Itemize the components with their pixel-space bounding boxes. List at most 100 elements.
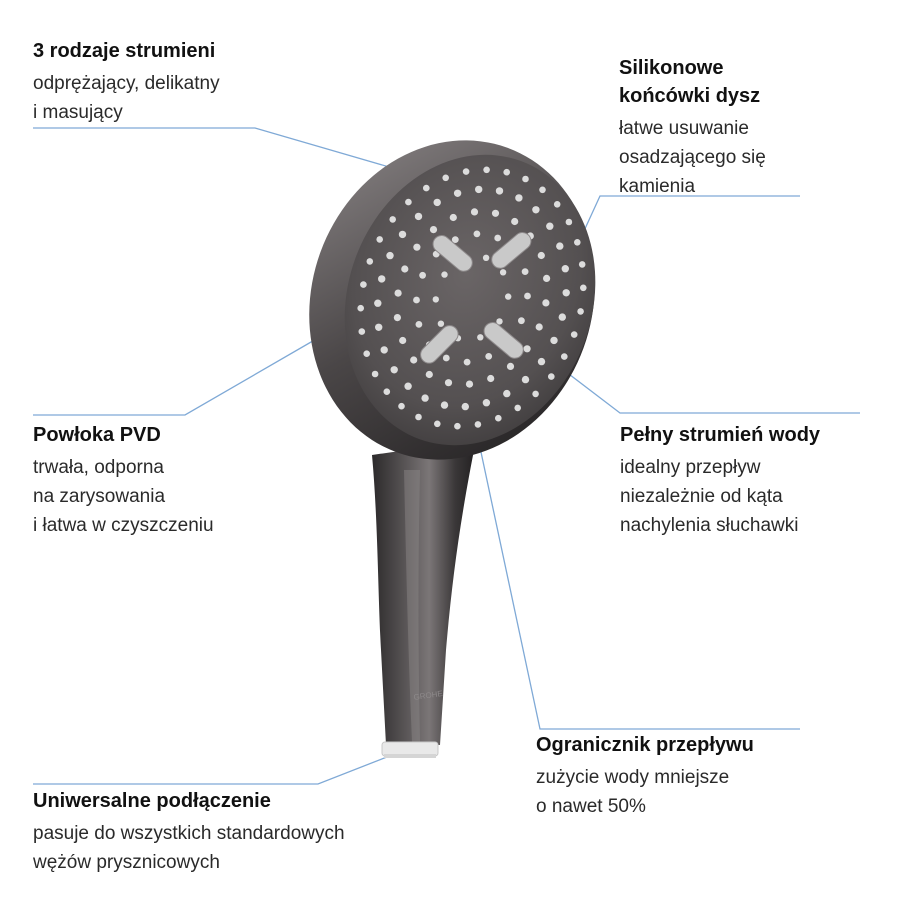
spray-hole (437, 320, 445, 327)
spray-hole (474, 421, 482, 428)
spray-hole (433, 198, 441, 207)
spray-hole (429, 226, 438, 234)
spray-hole (532, 390, 539, 398)
spray-hole (542, 299, 550, 307)
spray-hole (522, 175, 529, 183)
spray-hole (518, 317, 525, 325)
spray-hole (371, 370, 379, 378)
feature-title: Uniwersalne podłączenie (33, 790, 271, 812)
spray-hole (357, 304, 365, 312)
leader-line-silicone-nozzles (577, 195, 800, 245)
spray-hole (475, 185, 483, 194)
spray-hole (482, 399, 491, 407)
spray-hole (454, 422, 461, 430)
spray-hole (393, 314, 401, 322)
spray-hole (390, 366, 398, 374)
feature-description: łatwe usuwanie osadzającego się kamienia (619, 118, 766, 197)
spray-hole (465, 380, 474, 388)
spray-hole (421, 394, 429, 402)
feature-description: zużycie wody mniejsze o nawet 50% (536, 767, 730, 817)
feature-full-spray: Pełny strumień wody idealny przepływ nie… (620, 421, 820, 540)
spray-hole (374, 299, 382, 307)
feature-title: Pełny strumień wody (620, 424, 821, 446)
spray-hole (570, 331, 578, 338)
spray-hole (419, 271, 426, 279)
feature-silicone-nozzles: Silikonowe końcówki dysz łatwe usuwanie … (619, 54, 766, 201)
spray-hole (449, 213, 457, 222)
spray-hole (580, 284, 587, 292)
spray-hole (462, 168, 470, 175)
spray-hole (463, 358, 471, 366)
spray-hole (473, 230, 481, 238)
spray-hole (577, 308, 584, 315)
spray-hole (558, 313, 566, 321)
spray-hole (440, 401, 449, 409)
spray-hole (514, 404, 521, 412)
feature-description: idealny przepływ niezależnie od kąta nac… (620, 457, 799, 536)
leader-line-connection (33, 754, 393, 785)
spray-hole (477, 334, 484, 341)
spray-hole (550, 336, 558, 345)
spray-hole (532, 206, 540, 214)
spray-hole (383, 388, 391, 396)
feature-description: trwała, odporna na zarysowania i łatwa w… (33, 457, 214, 536)
spray-hole (574, 239, 581, 246)
spray-hole (376, 236, 384, 243)
spray-face (344, 154, 596, 446)
spray-hole (565, 218, 573, 226)
spray-hole (386, 251, 394, 260)
feature-description: pasuje do wszystkich standardowych wężów… (33, 823, 345, 873)
spray-hole (491, 209, 500, 217)
spray-hole (537, 357, 546, 366)
spray-hole (543, 274, 551, 282)
spray-hole (496, 318, 503, 325)
spray-holes-icon (357, 166, 587, 430)
spray-hole (535, 323, 543, 331)
leader-line-flow-limiter (477, 437, 800, 730)
spray-hole (360, 281, 367, 288)
spray-hole (415, 413, 422, 421)
spray-hole (548, 373, 555, 380)
spray-hole (494, 234, 502, 242)
spray-hole (553, 201, 561, 208)
spray-hole (434, 420, 441, 428)
spray-hole (366, 258, 374, 265)
spray-hole (444, 379, 453, 387)
shower-handle (372, 440, 476, 745)
spray-hole (562, 289, 570, 297)
spray-hole (495, 414, 502, 422)
spray-hole (503, 389, 511, 398)
spray-hole (405, 198, 412, 206)
spray-hole (404, 382, 412, 390)
feature-pvd-coating: Powłoka PVD trwała, odporna na zarysowan… (33, 421, 214, 540)
spray-hole (415, 321, 423, 328)
spray-hole (398, 402, 405, 410)
spray-hole (506, 362, 515, 370)
spray-hole (441, 271, 448, 278)
spray-hole (539, 186, 546, 194)
spray-hole (451, 236, 459, 244)
spray-hole (561, 265, 569, 273)
spray-hole (425, 370, 433, 379)
spray-hole (470, 208, 479, 216)
spray-hole (399, 336, 407, 345)
spray-hole (487, 374, 495, 383)
feature-flow-limiter: Ogranicznik przepływu zużycie wody mniej… (536, 731, 754, 821)
brand-logo: GROHE (413, 689, 443, 702)
spray-hole (515, 194, 523, 202)
spray-hole (358, 328, 366, 335)
spray-hole (394, 289, 402, 297)
spray-hole (578, 261, 586, 268)
feature-description: odprężający, delikatny i masujący (33, 73, 220, 123)
spray-hole (453, 189, 462, 197)
spray-hole (410, 356, 418, 364)
spray-hole (442, 174, 450, 182)
spray-hole (556, 242, 564, 250)
leader-line-pvd (33, 337, 319, 416)
spray-hole (413, 296, 420, 304)
feature-spray-modes: 3 rodzaje strumieni odprężający, delikat… (33, 37, 220, 127)
massage-nozzle-pills (420, 232, 532, 364)
spray-hole (414, 212, 423, 221)
spray-hole (537, 251, 545, 260)
